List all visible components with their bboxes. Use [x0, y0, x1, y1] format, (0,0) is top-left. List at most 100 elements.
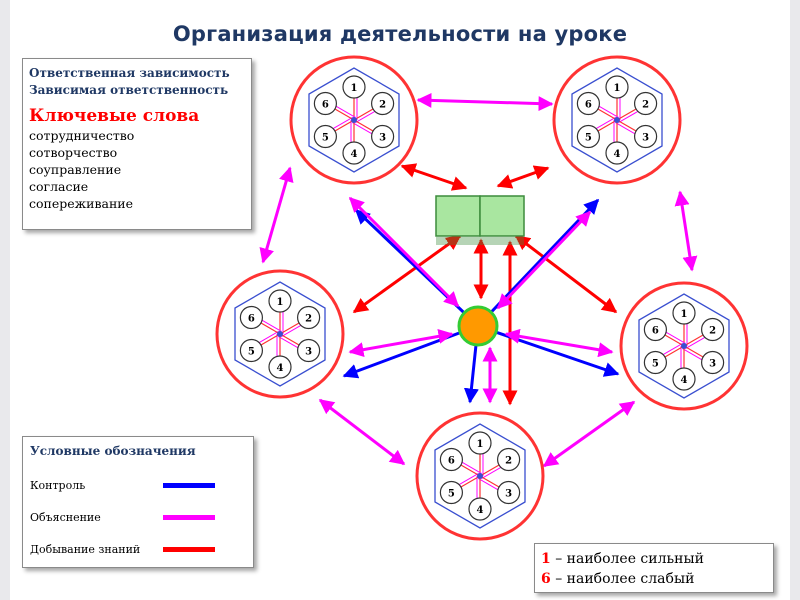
- student-circle: [468, 497, 492, 521]
- student-label: 2: [379, 100, 386, 111]
- group-link-arrow: [674, 190, 698, 272]
- student-circle: [605, 141, 629, 165]
- student-label: 6: [448, 456, 455, 467]
- keywords-heading: Ключевые слова: [29, 106, 200, 126]
- student-circle: [576, 124, 601, 149]
- student-circle: [643, 350, 668, 375]
- student-circle: [633, 124, 658, 149]
- ranking-strong-text: – наиболее сильный: [550, 551, 704, 567]
- student-circle: [576, 91, 601, 116]
- legend-label-explain: Объяснение: [30, 511, 101, 524]
- student-label: 5: [585, 133, 592, 144]
- keyword-item: сотрудничество: [29, 128, 135, 143]
- teacher-explain-arrow: [496, 210, 592, 310]
- student-circle: [371, 124, 395, 149]
- student-label: 4: [681, 375, 688, 386]
- student-label: 2: [305, 314, 312, 325]
- student-circle: [439, 480, 463, 505]
- student-circle: [239, 338, 263, 363]
- student-label: 4: [351, 149, 358, 160]
- ranking-weak-text: – наиболее слабый: [550, 571, 695, 587]
- student-label: 2: [642, 100, 649, 111]
- student-circle: [297, 338, 321, 363]
- student-label: 6: [322, 100, 329, 111]
- student-circle: [342, 141, 366, 165]
- teacher-explain-arrow: [348, 328, 454, 358]
- student-label: 3: [379, 133, 386, 144]
- ranking-weak-number: 6: [541, 571, 551, 587]
- group-hexagon: [434, 423, 526, 529]
- ranking-strong-number: 1: [541, 551, 551, 567]
- ranking-strong: 1 – наиболее сильный: [541, 549, 767, 569]
- student-circle: [297, 305, 321, 330]
- keyword-item: соуправление: [29, 162, 122, 177]
- student-circle: [497, 480, 521, 505]
- center-elements: [435, 195, 525, 347]
- keyword-item: сопереживание: [29, 196, 134, 211]
- legend-line-control: [163, 483, 215, 488]
- student-label: 1: [277, 297, 284, 308]
- connection-arrows: [259, 92, 698, 468]
- group-hexagon: [571, 67, 663, 173]
- legend-line-knowledge: [163, 547, 215, 552]
- keyword-item: согласие: [29, 179, 89, 194]
- student-label: 5: [448, 489, 455, 500]
- legend-box: Условные обозначения Контроль Объяснение…: [22, 436, 254, 568]
- student-label: 2: [709, 326, 716, 337]
- book-left-page: [435, 195, 481, 237]
- student-label: 5: [248, 347, 255, 358]
- group-center-dot: [614, 117, 620, 123]
- student-circle: [672, 367, 696, 391]
- teacher-explain-arrow: [348, 196, 460, 308]
- student-label: 3: [305, 347, 312, 358]
- group-center-dot: [477, 473, 483, 479]
- group-hexagon: [308, 67, 400, 173]
- group-link-arrow: [542, 400, 636, 468]
- principle-line-2: Зависимая ответственность: [29, 83, 229, 97]
- teacher-explain-arrow: [504, 328, 614, 358]
- student-circle: [268, 355, 292, 379]
- student-circle: [439, 447, 463, 472]
- student-label: 1: [477, 439, 484, 450]
- student-circle: [371, 91, 395, 116]
- student-circle: [342, 75, 366, 99]
- group-hexagon: [234, 281, 326, 387]
- student-circle: [643, 317, 668, 342]
- student-label: 4: [477, 505, 484, 516]
- key-concepts-box: Ответственная зависимость Зависимая отве…: [22, 58, 252, 230]
- book-icon: [435, 195, 525, 245]
- student-circle: [633, 91, 658, 116]
- student-circle: [672, 301, 696, 325]
- student-circle: [268, 289, 292, 313]
- student-circle: [605, 75, 629, 99]
- group-link-arrow: [259, 166, 294, 264]
- page-title: Организация деятельности на уроке: [172, 22, 628, 46]
- group-center-dot: [351, 117, 357, 123]
- group-hexagon: [638, 293, 730, 399]
- student-circle: [468, 431, 492, 455]
- legend-title: Условные обозначения: [30, 444, 196, 458]
- group-link-arrow: [318, 398, 406, 466]
- book-right-page: [479, 195, 525, 237]
- student-label: 5: [322, 133, 329, 144]
- ranking-weak: 6 – наиболее слабый: [541, 569, 767, 589]
- ranking-box: 1 – наиболее сильный 6 – наиболее слабый: [534, 543, 774, 593]
- student-circle: [239, 305, 263, 330]
- book-link-arrow: [352, 234, 462, 314]
- student-circle: [700, 350, 725, 375]
- student-label: 6: [652, 326, 659, 337]
- legend-label-knowledge: Добывание знаний: [30, 543, 141, 556]
- legend-label-control: Контроль: [30, 479, 86, 492]
- student-label: 6: [585, 100, 592, 111]
- teacher-icon: [457, 305, 499, 347]
- legend-line-explain: [163, 515, 215, 520]
- student-label: 2: [505, 456, 512, 467]
- group-center-dot: [681, 343, 687, 349]
